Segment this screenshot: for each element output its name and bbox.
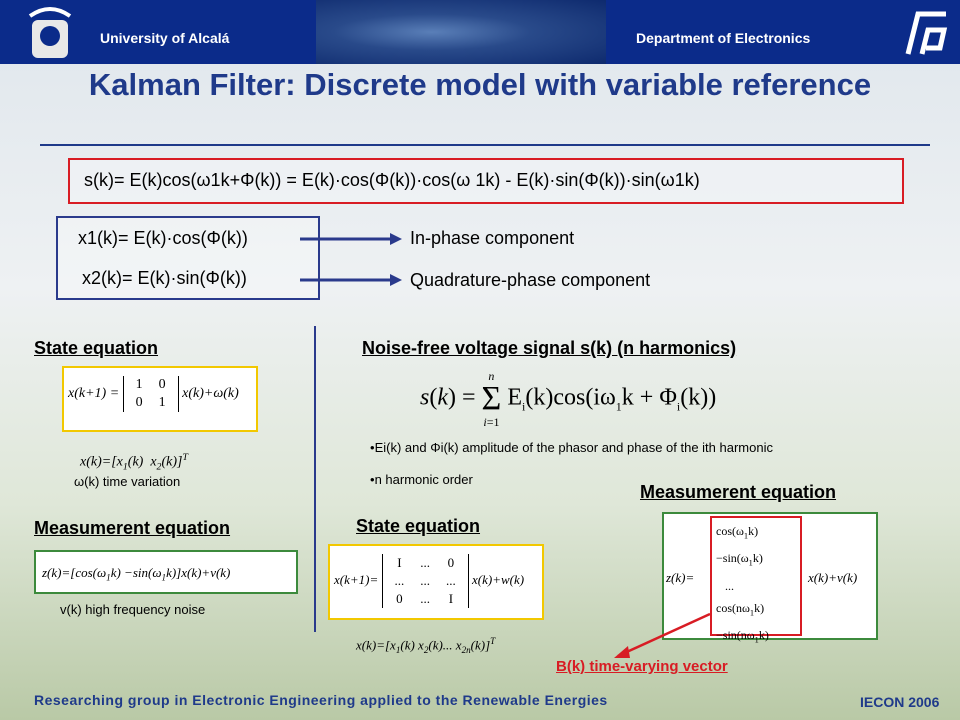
bullet-order: •n harmonic order <box>370 472 473 487</box>
omega-note: ω(k) time variation <box>74 474 181 489</box>
in-phase-label: In-phase component <box>410 228 575 248</box>
v-note: v(k) high frequency noise <box>60 602 206 617</box>
left-measurement-box: z(k)=[cos(ω1k) −sin(ω1k)]x(k)+v(k) <box>34 550 298 594</box>
b-vector-arrow <box>614 612 711 658</box>
x2-equation: x2(k)= E(k)·sin(Φ(k)) <box>82 268 247 288</box>
slide-title: Kalman Filter: Discrete model with varia… <box>88 67 872 102</box>
left-state-vector: x(k)=[x1(k) x2(k)]T <box>80 452 188 473</box>
bullet-amplitude: •Ei(k) and Φi(k) amplitude of the phasor… <box>370 440 773 455</box>
components-box <box>56 216 320 300</box>
quadrature-label: Quadrature-phase component <box>410 270 651 290</box>
vertical-divider <box>314 326 316 632</box>
arrows <box>300 233 402 286</box>
left-measurement-heading: Measumerent equation <box>34 518 231 538</box>
x1-equation: x1(k)= E(k)·cos(Φ(k)) <box>78 228 248 248</box>
header-wind-image <box>316 0 606 64</box>
right-state-equation-box: x(k+1)= I...0.........0...I x(k)+w(k) <box>328 544 544 620</box>
signal-equation-box: s(k)= E(k)cos(ω1k+Φ(k)) = E(k)·cos(Φ(k))… <box>68 158 904 204</box>
department-name: Department of Electronics <box>636 30 811 46</box>
title-underline <box>40 144 930 146</box>
department-logo <box>900 4 954 60</box>
right-state-heading: State equation <box>356 516 481 536</box>
bullet-amplitude-text: Ei(k) and Φi(k) amplitude of the phasor … <box>374 440 773 455</box>
university-name: University of Alcalá <box>100 30 230 46</box>
right-state-vector: x(k)=[x1(k) x2(k)... x2n(k)]T <box>356 636 496 655</box>
right-measurement-tail: x(k)+v(k) <box>808 570 858 585</box>
footer-group: Researching group in Electronic Engineer… <box>34 692 608 708</box>
signal-equation: s(k)= E(k)cos(ω1k+Φ(k)) = E(k)·cos(Φ(k))… <box>84 170 700 190</box>
footer-conference: IECON 2006 <box>860 694 940 710</box>
bullet-order-text: n harmonic order <box>374 472 473 487</box>
b-vector-highlight <box>710 516 802 636</box>
right-measurement-equation: z(k)= <box>666 570 695 585</box>
b-vector-label: B(k) time-varying vector <box>556 658 728 675</box>
noise-free-heading: Noise-free voltage signal s(k) (n harmon… <box>362 338 737 358</box>
right-measurement-heading: Measumerent equation <box>640 482 837 502</box>
b-vector-entries: cos(ω1k)−sin(ω1k) ...cos(nω1k)−sin(nω1k) <box>716 524 769 645</box>
left-state-heading: State equation <box>34 338 159 358</box>
university-crest-logo <box>20 2 80 62</box>
